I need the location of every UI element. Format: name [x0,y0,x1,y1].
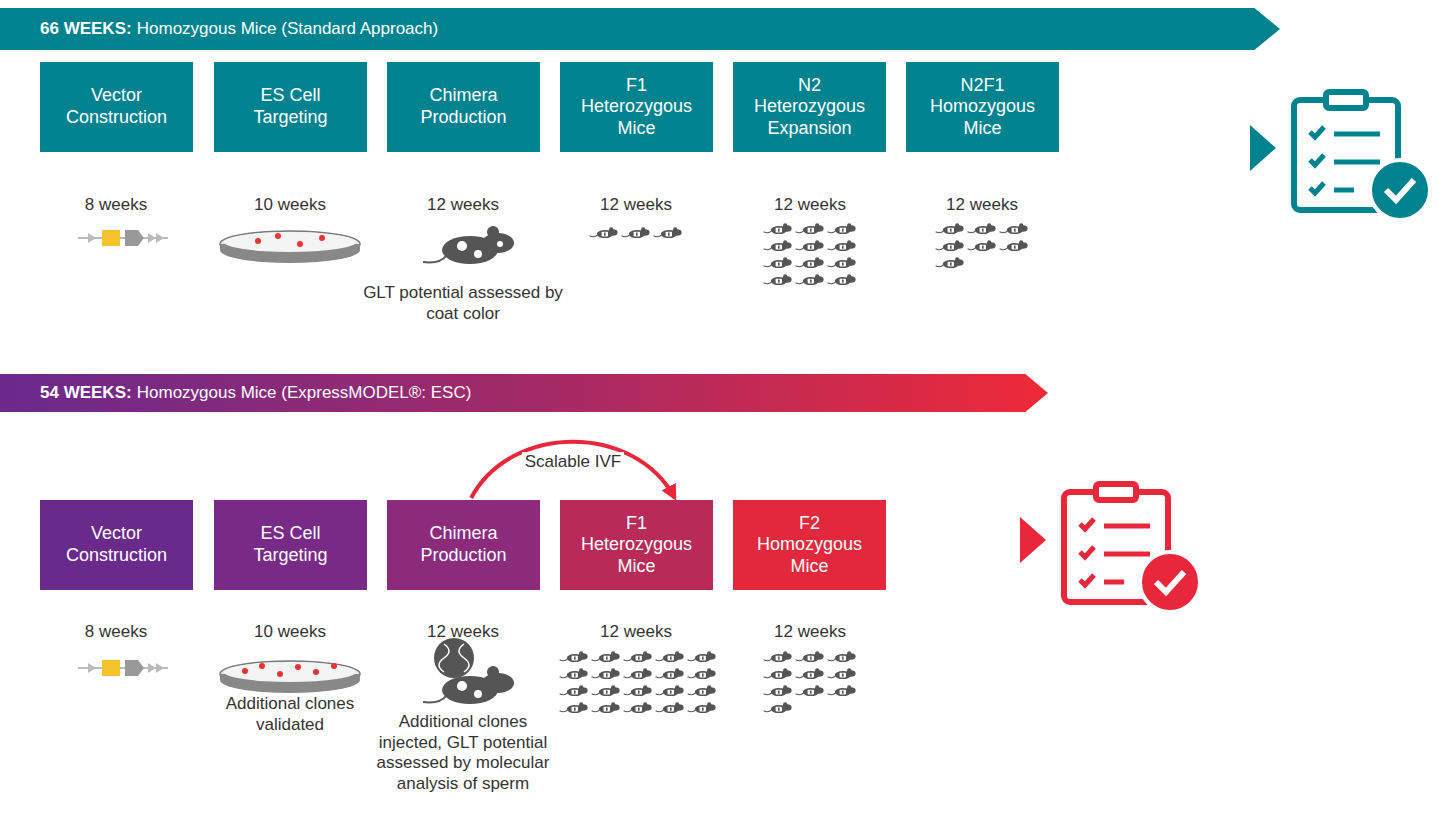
duration-label: 10 weeks [215,195,365,216]
process-box: F2 Homozygous Mice [733,500,886,590]
duration-label: 8 weeks [41,622,191,643]
step-name: N2F1 Homozygous Mice [920,75,1045,140]
step-name: ES Cell Targeting [228,523,353,566]
timeline-banner: 66 WEEKS:Homozygous Mice (Standard Appro… [0,8,1280,50]
banner-duration: 66 WEEKS: [40,19,132,39]
duration-label: 12 weeks [561,622,711,643]
step-name: Vector Construction [54,85,179,128]
process-box: Vector Construction [40,500,193,590]
step-name: N2 Heterozygous Expansion [747,75,872,140]
process-box: Chimera Production [387,500,540,590]
process-box: Vector Construction [40,62,193,152]
note-text: Additional clones validated [205,694,375,735]
note-text: GLT potential assessed by coat color [363,283,563,324]
process-box: N2F1 Homozygous Mice [906,62,1059,152]
step-name: Vector Construction [54,523,179,566]
process-box: Chimera Production [387,62,540,152]
step-name: F2 Homozygous Mice [747,513,872,578]
step-name: F1 Heterozygous Mice [574,75,699,140]
process-box: N2 Heterozygous Expansion [733,62,886,152]
banner-duration: 54 WEEKS: [40,383,132,403]
banner-title: Homozygous Mice (ExpressMODEL®: ESC) [137,383,472,403]
process-box: ES Cell Targeting [214,500,367,590]
duration-label: 12 weeks [735,622,885,643]
step-name: ES Cell Targeting [228,85,353,128]
arrow-label: Scalable IVF [522,452,624,472]
duration-label: 12 weeks [388,195,538,216]
step-name: Chimera Production [401,85,526,128]
duration-label: 12 weeks [907,195,1057,216]
process-box: F1 Heterozygous Mice [560,500,713,590]
process-box: ES Cell Targeting [214,62,367,152]
duration-label: 12 weeks [388,622,538,643]
duration-label: 12 weeks [561,195,711,216]
process-box: F1 Heterozygous Mice [560,62,713,152]
duration-label: 10 weeks [215,622,365,643]
duration-label: 8 weeks [41,195,191,216]
step-name: F1 Heterozygous Mice [574,513,699,578]
banner-title: Homozygous Mice (Standard Approach) [137,19,438,39]
note-text: Additional clones injected, GLT potentia… [368,712,558,795]
step-name: Chimera Production [401,523,526,566]
duration-label: 12 weeks [735,195,885,216]
curved-arrow [471,442,675,498]
timeline-banner: 54 WEEKS:Homozygous Mice (ExpressMODEL®:… [0,374,1048,412]
